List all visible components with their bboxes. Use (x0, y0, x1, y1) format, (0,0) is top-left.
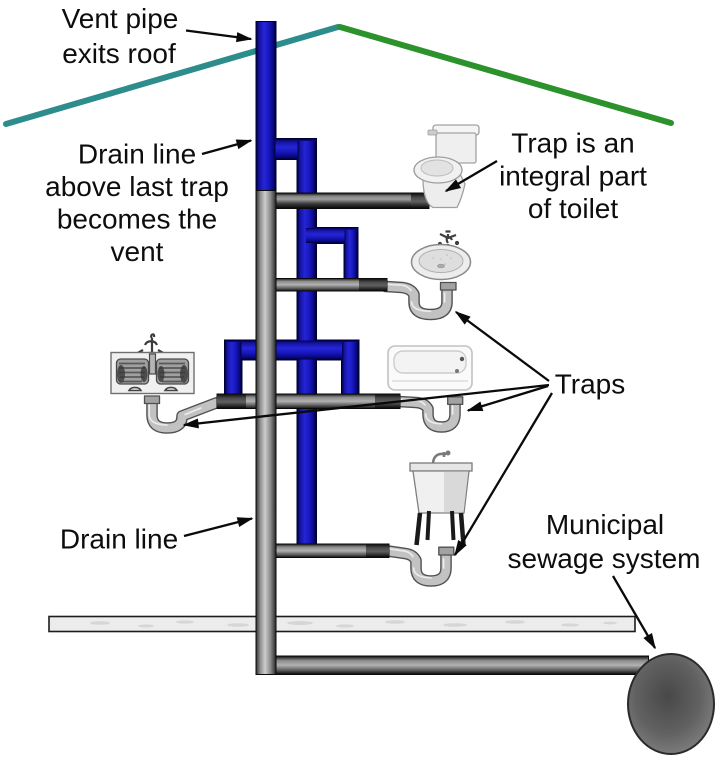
svg-text:above last trap: above last trap (45, 171, 229, 202)
svg-text:exits roof: exits roof (62, 38, 176, 69)
svg-text:Drain line: Drain line (60, 524, 178, 555)
svg-text:Trap is an: Trap is an (511, 128, 634, 159)
svg-text:becomes the: becomes the (57, 204, 217, 235)
svg-text:of toilet: of toilet (528, 193, 618, 224)
svg-text:Vent pipe: Vent pipe (62, 3, 179, 34)
svg-text:Traps: Traps (555, 369, 626, 400)
svg-text:sewage system: sewage system (508, 543, 701, 574)
svg-text:Drain line: Drain line (78, 139, 196, 170)
svg-text:vent: vent (111, 236, 164, 267)
svg-text:Municipal: Municipal (546, 509, 664, 540)
svg-text:integral part: integral part (499, 161, 647, 192)
